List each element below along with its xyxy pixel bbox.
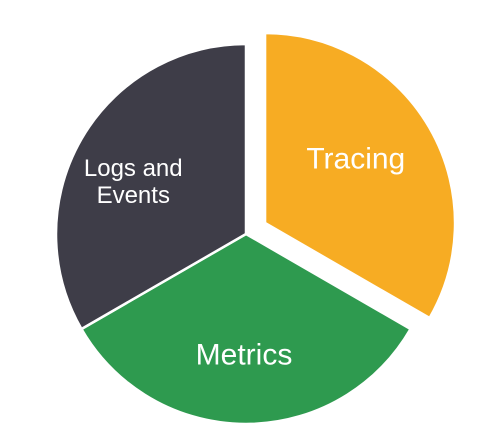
pie-slice-label-line: Logs and [84,155,183,182]
pie-slice-label-line: Events [97,182,170,209]
pie-slice-label-line: Tracing [306,143,405,176]
pie-slice-metrics [80,232,412,426]
pie-slice-tracing [263,31,457,320]
pie-slice-logs-and-events [54,42,248,331]
pie-slice-label-line: Metrics [196,339,293,372]
pie-slice-label-metrics: Metrics [196,339,293,372]
pie-slice-label-tracing: Tracing [306,143,405,176]
pie-slices [54,31,457,426]
